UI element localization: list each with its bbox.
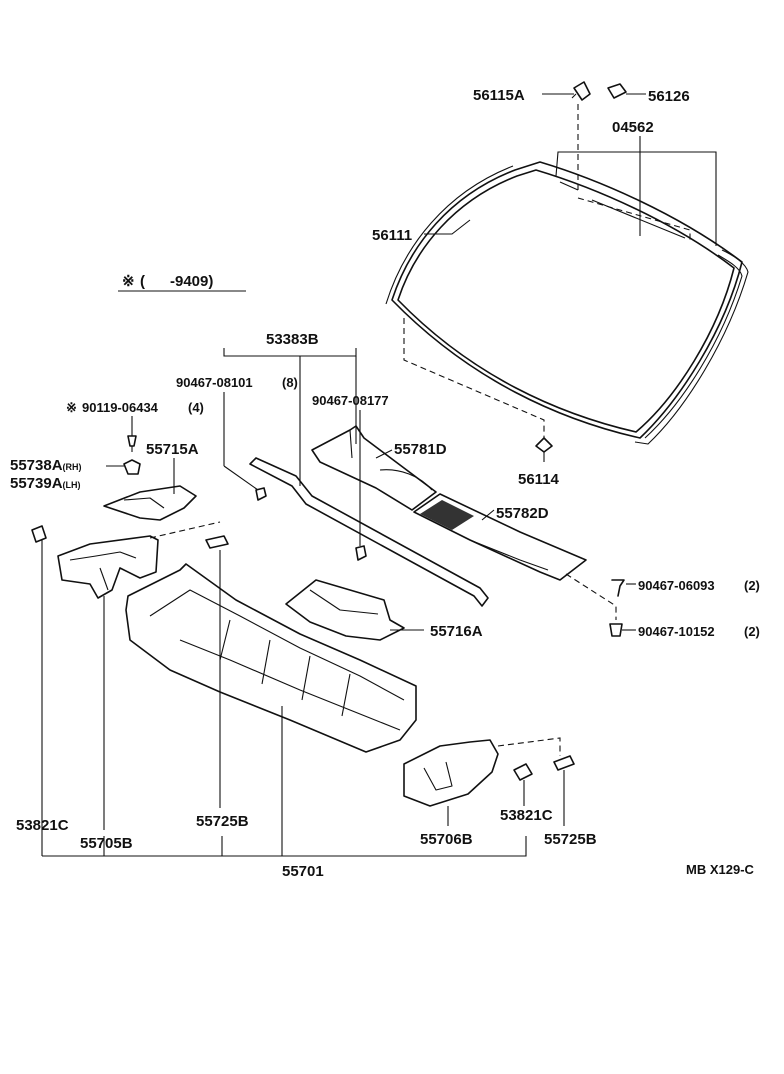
note-range: ( -9409): [140, 273, 213, 290]
assembly-line: [497, 737, 561, 756]
clip-53821C-right[interactable]: [513, 763, 533, 781]
assembly-line: [149, 521, 221, 539]
note-symbol: ※: [122, 273, 135, 290]
label-56111: 56111: [372, 227, 412, 244]
label-55738A: 55738A(RH): [10, 457, 82, 474]
windshield-glass[interactable]: [385, 161, 743, 439]
label-55782D: 55782D: [496, 505, 549, 522]
clip-53821C-left[interactable]: [31, 525, 47, 543]
cowl-top-panel-55701[interactable]: [125, 563, 417, 753]
label-55705B: 55705B: [80, 835, 133, 852]
glass-spacer-56114[interactable]: [535, 437, 553, 453]
label-56115A: 56115A: [473, 87, 525, 104]
label-55715A: 55715A: [146, 441, 199, 458]
label-04562: 04562: [612, 119, 654, 136]
cowl-side-panel-55705B[interactable]: [57, 535, 159, 599]
reference-code: MB X129-C: [686, 862, 755, 877]
label-90119-mark: ※: [66, 400, 77, 415]
label-56126: 56126: [648, 88, 690, 105]
label-55725B-left: 55725B: [196, 813, 249, 830]
assembly-line: [565, 573, 617, 620]
label-90119-06434: 90119-06434: [82, 400, 159, 415]
cowl-louver-55781D[interactable]: [311, 425, 437, 511]
label-90467-06093: 90467-06093: [638, 578, 715, 593]
clip-90467-08101[interactable]: [255, 487, 267, 501]
clip-90467-06093[interactable]: [611, 579, 625, 597]
label-90119-06434-qty: (4): [188, 400, 204, 415]
label-90467-06093-qty: (2): [744, 578, 760, 593]
cowl-side-panel-55706B[interactable]: [403, 739, 499, 807]
cowl-reinforcement-55716A[interactable]: [285, 579, 405, 641]
cowl-seal-53383B[interactable]: [249, 457, 489, 607]
label-56114: 56114: [518, 471, 560, 488]
label-55701: 55701: [282, 863, 324, 880]
label-53383B: 53383B: [266, 331, 319, 348]
bracket-55715A[interactable]: [103, 485, 197, 521]
label-55716A: 55716A: [430, 623, 483, 640]
label-53821C-left: 53821C: [16, 817, 69, 834]
grommet-55725B-left[interactable]: [205, 535, 229, 549]
label-55739A: 55739A(LH): [10, 475, 81, 492]
label-53821C-right: 53821C: [500, 807, 553, 824]
label-90467-10152: 90467-10152: [638, 624, 715, 639]
clip-90467-10152[interactable]: [609, 623, 623, 637]
glass-clip-56115A[interactable]: [571, 81, 591, 101]
label-55781D: 55781D: [394, 441, 447, 458]
leader-lines: [41, 93, 717, 857]
label-55725B-right: 55725B: [544, 831, 597, 848]
bracket-55738A[interactable]: [123, 459, 141, 475]
label-90467-10152-qty: (2): [744, 624, 760, 639]
assembly-line: [577, 197, 691, 240]
grommet-55725B-right[interactable]: [553, 755, 575, 771]
label-55706B: 55706B: [420, 831, 473, 848]
label-90467-08177: 90467-08177: [312, 393, 389, 408]
bolt-90119-06434[interactable]: [127, 435, 137, 452]
label-90467-08101-qty: (8): [282, 375, 298, 390]
clip-90467-08177[interactable]: [355, 545, 367, 561]
weatherstrip[interactable]: [559, 181, 749, 445]
glass-stopper-56126[interactable]: [607, 83, 627, 99]
label-90467-08101: 90467-08101: [176, 375, 253, 390]
cowl-louver-55782D[interactable]: [413, 493, 587, 581]
assembly-line: [403, 318, 545, 438]
